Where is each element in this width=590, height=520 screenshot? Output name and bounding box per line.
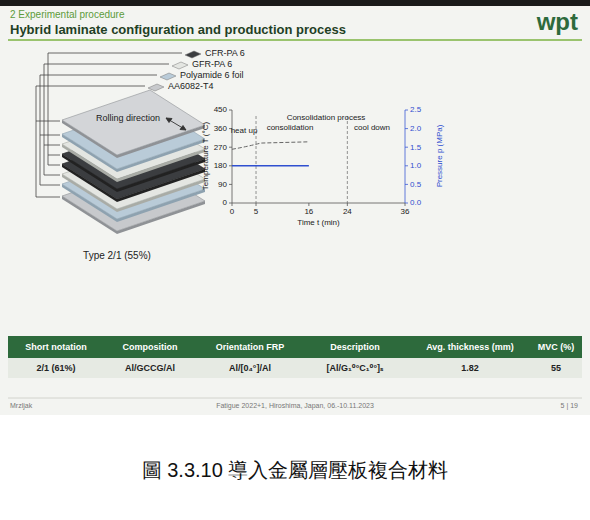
leader-line (44, 64, 169, 175)
tick (232, 203, 233, 206)
chart-label: 180 (214, 161, 227, 170)
axis (232, 110, 233, 203)
footer-text: 5 | 19 (561, 402, 578, 410)
part-label: Rolling direction (96, 113, 160, 123)
layer-chip (185, 51, 201, 58)
chart-label: 2.5 (410, 105, 421, 114)
photo-edge (0, 0, 590, 6)
chart-label: consolidation (267, 123, 314, 132)
leader-line (40, 135, 60, 136)
chart-label: cool down (354, 123, 390, 132)
leader-line (44, 175, 60, 176)
header-rule (8, 39, 582, 41)
tick (229, 184, 232, 185)
leader-line (40, 185, 60, 186)
tick (405, 165, 408, 166)
footer-rule (8, 398, 582, 399)
leader-line (48, 155, 60, 156)
table-cell: Al/[0₄°]/Al (229, 363, 271, 373)
part-label: Type 2/1 (55%) (83, 250, 151, 262)
process-chart (229, 110, 408, 206)
table-cell: Description (330, 342, 380, 352)
table-header-band (8, 336, 582, 358)
table-row-band (8, 358, 582, 378)
tick (405, 110, 408, 111)
chart-label: Pressure p (MPa) (435, 125, 444, 188)
chart-label: 0.0 (410, 198, 421, 207)
chart-label: 24 (343, 207, 352, 216)
rolling-arrow (166, 118, 186, 130)
tick (405, 203, 406, 206)
part-label: AA6082-T4 (168, 81, 214, 91)
tick (229, 203, 232, 204)
leader-lines (36, 53, 182, 197)
table-cell: 55 (551, 363, 561, 373)
table-cell: Composition (123, 342, 178, 352)
leader-line (36, 197, 60, 198)
leader-line (36, 121, 60, 122)
layer-chip (160, 73, 176, 80)
chart-label: 36 (401, 207, 410, 216)
table-cell: [Al/G₁⁰°C₁⁰°]ₛ (327, 363, 384, 373)
chart-label: Time t (min) (297, 218, 339, 227)
layer-chip (148, 84, 164, 91)
tick (229, 147, 232, 148)
tick (405, 184, 408, 185)
table-cell: MVC (%) (538, 342, 575, 352)
leader-line (40, 75, 157, 185)
temperature-curve (232, 142, 309, 149)
laminate-plates (62, 90, 205, 234)
footer-text: Fatigue 2022+1, Hiroshima, Japan, 06.-10… (216, 402, 374, 410)
chart-label: 0 (223, 198, 227, 207)
tick (308, 203, 309, 206)
chart-label: 90 (218, 180, 227, 189)
chart-label: 360 (214, 124, 227, 133)
footer-text: Mrzljak (10, 402, 32, 410)
section-label: 2 Experimental procedure (10, 9, 125, 21)
tick (405, 147, 408, 148)
table-cell: 1.82 (461, 363, 479, 373)
chart-label: 0.5 (410, 180, 421, 189)
part-label: CFR-PA 6 (205, 48, 245, 58)
chart-label: 1.5 (410, 143, 421, 152)
table-cell: Al/GCCG/Al (125, 363, 175, 373)
tick (405, 203, 408, 204)
slide-title: Hybrid laminate configuration and produc… (10, 23, 346, 38)
logo: wpt (537, 8, 578, 36)
tick (229, 110, 232, 111)
part-label: GFR-PA 6 (192, 59, 232, 69)
table-cell: 2/1 (61%) (36, 363, 75, 373)
figure-caption: 圖 3.3.10 導入金屬層壓板複合材料 (142, 459, 449, 482)
leader-line (48, 165, 60, 166)
tick (229, 165, 232, 166)
plate (62, 90, 205, 155)
chart-label: 1.0 (410, 161, 421, 170)
part-label: Polyamide 6 foil (180, 70, 244, 80)
leader-line (48, 53, 182, 165)
tick (347, 203, 348, 206)
chart-label: 16 (304, 207, 313, 216)
table-cell: Avg. thickness (mm) (426, 342, 514, 352)
chart-label: 450 (214, 105, 227, 114)
chart-label: 5 (254, 207, 258, 216)
axis (232, 203, 405, 204)
layer-chip (172, 62, 188, 69)
tick (405, 128, 408, 129)
chart-label: 0 (230, 207, 234, 216)
chart-label: Consolidation process (287, 113, 366, 122)
pressure-line (232, 165, 309, 167)
table-cell: Short notation (25, 342, 87, 352)
chart-label: 2.0 (410, 124, 421, 133)
phase-divider (347, 116, 348, 203)
tick (256, 203, 257, 206)
leader-line (44, 145, 60, 146)
chart-label: Temperature T (°C) (201, 122, 210, 190)
leader-line (36, 86, 145, 197)
axis (405, 110, 406, 203)
chart-label: 270 (214, 143, 227, 152)
chart-label: heat up (231, 126, 258, 135)
table-cell: Orientation FRP (216, 342, 285, 352)
